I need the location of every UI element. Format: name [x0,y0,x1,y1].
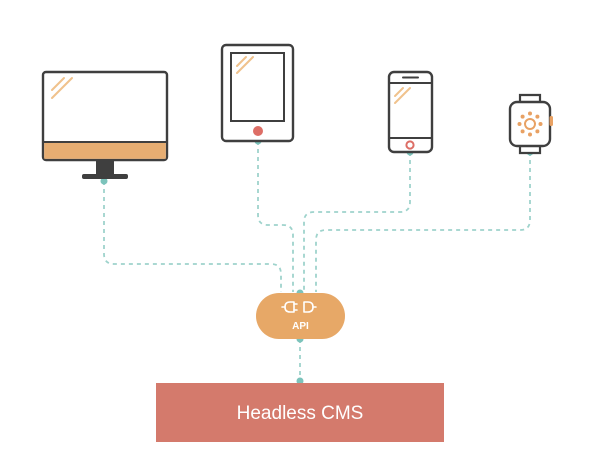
desktop-monitor-icon [41,70,169,179]
dot-desktop [100,177,108,185]
connector-desktop [103,181,282,292]
smartwatch-icon [508,93,553,155]
tablet-icon [220,43,295,143]
api-node: API [256,293,345,339]
connector-tablet [257,141,294,292]
connector-watch [315,152,531,292]
dot-cms-top [296,377,304,385]
plug-icon [281,301,317,313]
cms-box: Headless CMS [156,383,444,442]
cms-label: Headless CMS [237,403,364,424]
connectors [100,137,534,385]
phone-home-button [405,140,415,150]
tablet-home-button [253,126,263,136]
api-label: API [292,321,309,332]
connector-phone [303,152,411,292]
smartphone-icon [387,70,434,154]
